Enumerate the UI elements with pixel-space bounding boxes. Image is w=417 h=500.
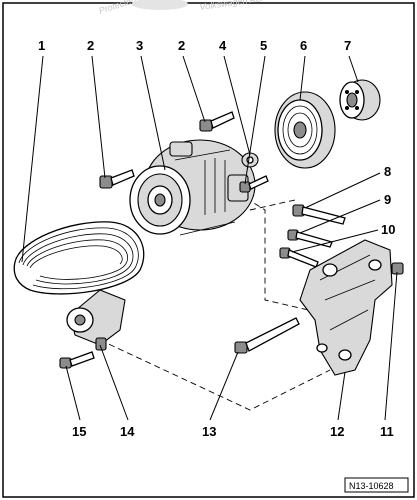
callout-13: 13 bbox=[202, 424, 216, 439]
alternator-bolt-left bbox=[99, 169, 135, 189]
mounting-bracket bbox=[299, 239, 393, 376]
tensioning-roller bbox=[339, 79, 381, 121]
callout-4: 4 bbox=[219, 38, 227, 53]
callouts: 1 2 3 2 4 5 6 7 8 9 10 11 12 13 14 15 bbox=[38, 38, 395, 439]
reference-code: N13-10628 bbox=[349, 481, 394, 491]
bracket-bolt-8 bbox=[292, 204, 346, 225]
belt-tensioner bbox=[66, 289, 126, 351]
reference-code-box: N13-10628 bbox=[344, 477, 409, 493]
sleeve bbox=[241, 152, 259, 168]
alternator bbox=[129, 139, 256, 236]
alternator-bolt-right bbox=[199, 111, 235, 132]
watermark: Protected Volkswagen AG bbox=[98, 0, 263, 16]
callout-9: 9 bbox=[384, 192, 391, 207]
watermark-right: Volkswagen AG bbox=[199, 0, 263, 12]
callout-10: 10 bbox=[381, 222, 395, 237]
callout-14: 14 bbox=[120, 424, 135, 439]
long-bolt bbox=[234, 317, 300, 354]
callout-2-left: 2 bbox=[87, 38, 94, 53]
callout-15: 15 bbox=[72, 424, 86, 439]
bracket-bolt-10 bbox=[279, 247, 319, 268]
callout-6: 6 bbox=[300, 38, 307, 53]
callout-1: 1 bbox=[38, 38, 45, 53]
callout-2-right: 2 bbox=[178, 38, 185, 53]
tensioner-bolt bbox=[59, 351, 95, 369]
leader-lines bbox=[21, 55, 398, 421]
belt-pulley bbox=[274, 91, 336, 169]
bracket-bolt-9 bbox=[287, 229, 333, 248]
callout-5: 5 bbox=[260, 38, 267, 53]
callout-3: 3 bbox=[136, 38, 143, 53]
nut bbox=[391, 262, 404, 275]
callout-11: 11 bbox=[380, 424, 394, 439]
callout-7: 7 bbox=[344, 38, 351, 53]
callout-12: 12 bbox=[330, 424, 344, 439]
ribbed-belt bbox=[13, 221, 145, 295]
callout-8: 8 bbox=[384, 164, 391, 179]
